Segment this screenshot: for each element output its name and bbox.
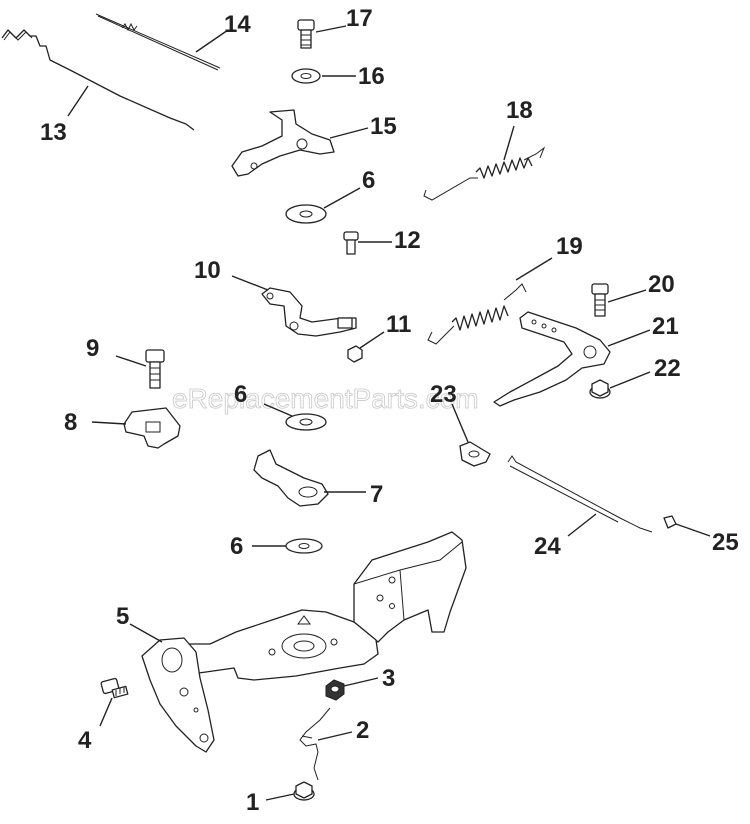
part-18-spring <box>423 146 546 201</box>
leader-24 <box>567 513 597 537</box>
part-12-bolt <box>343 231 359 255</box>
callout-21: 21 <box>652 313 679 340</box>
leader-23 <box>451 403 469 443</box>
leader-18 <box>503 125 515 161</box>
leader-9 <box>115 355 147 367</box>
leader-15 <box>329 127 369 139</box>
callout-7: 7 <box>370 481 383 508</box>
callout-2: 2 <box>356 717 369 744</box>
leader-25 <box>675 523 711 537</box>
part-4-bolt <box>100 677 129 699</box>
part-17-bolt <box>297 19 315 49</box>
part-7-plate <box>253 449 329 507</box>
callout-6-bottom: 6 <box>230 533 243 560</box>
leader-10 <box>231 275 269 291</box>
part-19-spring <box>427 283 527 345</box>
leader-17 <box>315 25 347 33</box>
leader-8 <box>91 421 127 425</box>
leader-21 <box>607 329 651 347</box>
part-6-washer-bottom <box>285 538 323 554</box>
leader-11 <box>359 331 385 349</box>
callout-19: 19 <box>556 233 583 260</box>
part-24-rod <box>507 455 653 533</box>
part-15-lever <box>231 109 335 177</box>
callout-4: 4 <box>78 727 92 754</box>
callout-13: 13 <box>40 119 67 146</box>
callout-14: 14 <box>224 11 251 38</box>
part-21-lever <box>493 311 611 407</box>
callout-22: 22 <box>654 355 681 382</box>
leader-13 <box>67 85 89 117</box>
leader-1 <box>265 793 295 801</box>
part-3-nut <box>325 679 345 701</box>
callout-9: 9 <box>86 335 99 362</box>
callout-12: 12 <box>394 227 421 254</box>
watermark: eReplacementParts.com <box>172 383 479 414</box>
callout-17: 17 <box>346 5 373 32</box>
callout-8: 8 <box>64 409 77 436</box>
callout-16: 16 <box>358 63 385 90</box>
part-10-lever <box>261 287 357 337</box>
part-13-rod <box>1 29 195 131</box>
leader-4 <box>99 697 113 727</box>
part-8-block <box>123 407 181 449</box>
leader-3 <box>343 677 379 687</box>
part-11-nut <box>347 345 363 363</box>
leader-6-top <box>323 187 361 209</box>
part-22-nut <box>589 379 611 399</box>
callout-23: 23 <box>430 381 457 408</box>
callout-6-mid: 6 <box>234 381 247 408</box>
callout-15: 15 <box>370 113 397 140</box>
part-25-clip <box>663 515 677 529</box>
part-9-bolt <box>145 349 165 389</box>
part-14-link <box>95 13 221 71</box>
callout-5: 5 <box>116 603 129 630</box>
callout-18: 18 <box>506 97 533 124</box>
callout-10: 10 <box>194 257 221 284</box>
leader-22 <box>609 371 651 389</box>
part-20-bolt <box>591 283 609 317</box>
part-2-clip <box>299 707 331 781</box>
leader-6-mid <box>263 403 293 417</box>
leader-19 <box>515 257 553 281</box>
leader-20 <box>607 289 647 303</box>
part-23-clip <box>459 441 491 467</box>
callout-1: 1 <box>246 789 259 816</box>
part-16-washer <box>291 68 321 84</box>
part-1-nut <box>293 781 315 801</box>
callout-25: 25 <box>712 529 739 556</box>
part-6-washer-top <box>285 204 327 224</box>
callout-20: 20 <box>648 271 675 298</box>
callout-24: 24 <box>534 533 561 560</box>
callout-3: 3 <box>382 665 395 692</box>
callout-11: 11 <box>386 311 411 338</box>
leader-5 <box>129 623 163 643</box>
part-5-bracket <box>141 531 467 753</box>
leader-2 <box>317 731 353 741</box>
part-6-washer-mid <box>285 413 327 431</box>
leader-14 <box>195 29 229 53</box>
callout-6-top: 6 <box>362 167 375 194</box>
